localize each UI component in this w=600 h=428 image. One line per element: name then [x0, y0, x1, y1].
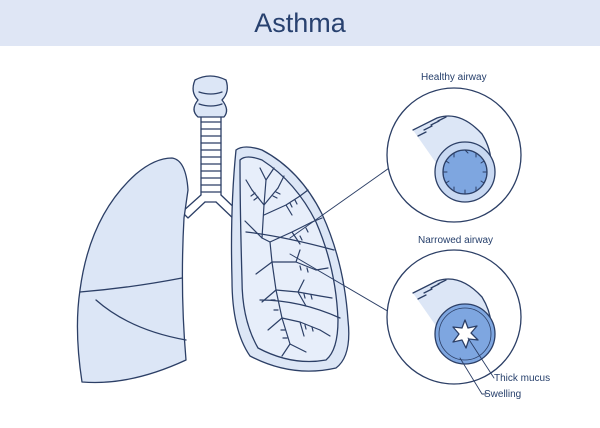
page-title: Asthma — [254, 7, 346, 38]
callout-lines — [289, 165, 397, 317]
right-lung — [230, 146, 350, 372]
thick-mucus-label: Thick mucus — [494, 373, 551, 384]
larynx — [192, 75, 228, 118]
swelling-label: Swelling — [484, 389, 522, 400]
healthy-airway-label: Healthy airway — [421, 72, 487, 83]
left-lung — [76, 157, 189, 384]
narrowed-airway-label: Narrowed airway — [418, 235, 494, 246]
narrowed-airway-illustration — [386, 249, 522, 395]
healthy-airway-illustration — [386, 87, 522, 223]
title-bar: Asthma — [0, 0, 600, 46]
bronchial-tree — [244, 167, 333, 357]
